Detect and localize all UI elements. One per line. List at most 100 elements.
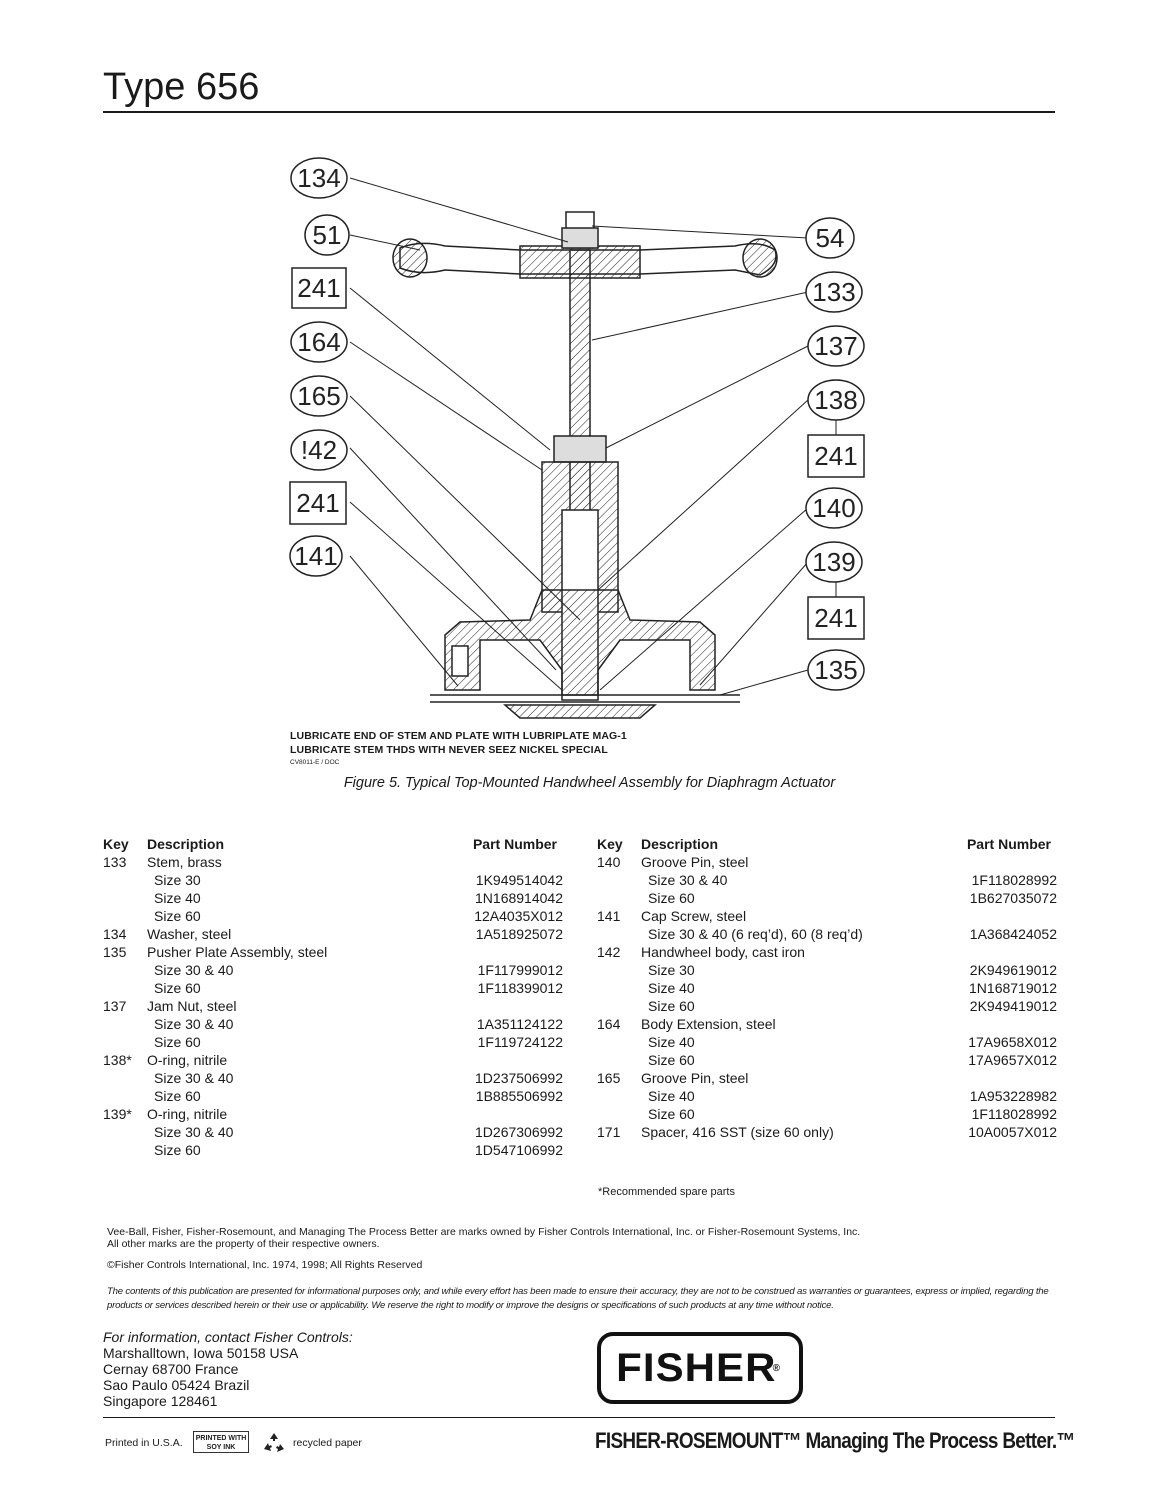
part-description: Groove Pin, steel [641, 1070, 749, 1086]
spare-parts-footnote: *Recommended spare parts [598, 1186, 735, 1198]
part-key: 135 [103, 944, 127, 960]
parts-header-row: Key Description Part Number [103, 835, 563, 853]
part-description: Spacer, 416 SST (size 60 only) [641, 1124, 834, 1140]
key-header: Key [103, 836, 129, 852]
part-number-header: Part Number [472, 836, 557, 852]
part-description: Size 60 [648, 998, 695, 1014]
part-description: Size 60 [648, 890, 695, 906]
part-description: Size 40 [648, 1088, 695, 1104]
fisher-logo: FISHER® [597, 1332, 803, 1404]
part-number: 17A9658X012 [968, 1034, 1057, 1050]
contact-block: For information, contact Fisher Controls… [103, 1329, 353, 1409]
part-description: Size 40 [154, 890, 201, 906]
part-key: 171 [597, 1124, 621, 1140]
soy-ink-icon: PRINTED WITH SOY INK [193, 1431, 249, 1453]
part-description: Size 30 & 40 (6 req’d), 60 (8 req’d) [648, 926, 863, 942]
part-description: Cap Screw, steel [641, 908, 747, 924]
callout-label: !42 [301, 435, 337, 465]
part-number: 1F119724122 [477, 1034, 563, 1050]
trademark-notice: Vee-Ball, Fisher, Fisher-Rosemount, and … [107, 1226, 860, 1250]
callout-139: 139 [805, 541, 863, 583]
part-description: Size 60 [154, 908, 201, 924]
callouts-left: 134 51 241 164 165 !42 241 141 [289, 157, 350, 577]
trademark-line-1: Vee-Ball, Fisher, Fisher-Rosemount, and … [107, 1226, 861, 1238]
key-header: Key [597, 836, 623, 852]
part-number: 10A0057X012 [968, 1124, 1057, 1140]
part-description: Size 40 [648, 980, 695, 996]
part-number: 1K949514042 [475, 872, 563, 888]
contact-address: Cernay 68700 France [103, 1361, 239, 1377]
handwheel-assembly-drawing: 134 51 241 164 165 !42 241 141 54 133 13… [289, 157, 865, 719]
callouts-right: 54 133 137 138 241 140 139 241 135 [805, 217, 865, 691]
parts-header-row: Key Description Part Number [597, 835, 1057, 853]
part-number: 1D267306992 [475, 1124, 563, 1140]
description-header: Description [641, 836, 719, 852]
soy-ink-line-1: PRINTED WITH [195, 1435, 247, 1442]
callout-label: 140 [812, 493, 855, 523]
part-description: Handwheel body, cast iron [641, 944, 805, 960]
part-description: Size 30 & 40 [154, 1124, 234, 1140]
callout-241-box: 241 [291, 267, 347, 309]
callout-label: 139 [812, 547, 855, 577]
callout-label: 133 [812, 277, 855, 307]
part-number: 1D237506992 [475, 1070, 563, 1086]
page-title: Type 656 [103, 66, 260, 108]
callout-label: 165 [297, 381, 340, 411]
part-key: 165 [597, 1070, 621, 1086]
callout-label: 135 [814, 655, 857, 685]
part-description: Size 30 & 40 [648, 872, 728, 888]
parts-row: Size 60 1F118028992 [597, 1105, 1057, 1123]
part-number: 1B885506992 [475, 1088, 563, 1104]
contact-address: Sao Paulo 05424 Brazil [103, 1377, 250, 1393]
part-number: 1A351124122 [476, 1016, 563, 1032]
contact-address: Singapore 128461 [103, 1393, 218, 1409]
callout-164: 164 [290, 321, 348, 363]
callout-label: 241 [814, 441, 857, 471]
parts-row: 138*O-ring, nitrile [103, 1051, 563, 1069]
parts-row: Size 30 & 40 1D267306992 [103, 1123, 563, 1141]
part-description: Size 30 [154, 872, 201, 888]
registered-mark: ® [772, 1362, 781, 1374]
contact-title: For information, contact Fisher Controls… [103, 1329, 353, 1345]
lubrication-note-2: LUBRICATE STEM THDS WITH NEVER SEEZ NICK… [290, 744, 608, 756]
part-description: Washer, steel [147, 926, 232, 942]
disclaimer: The contents of this publication are pre… [107, 1286, 1049, 1311]
part-number: 2K949619012 [969, 962, 1057, 978]
fisher-logo-text: FISHER [616, 1345, 777, 1390]
part-number: 1F117999012 [477, 962, 563, 978]
part-number: 1D547106992 [475, 1142, 563, 1158]
part-number: 1A368424052 [969, 926, 1057, 942]
parts-row: Size 60 1F119724122 [103, 1033, 563, 1051]
callout-label: 54 [816, 223, 845, 253]
part-description: Size 60 [154, 1034, 201, 1050]
part-number: 1F118028992 [971, 1106, 1057, 1122]
part-number: 1F118399012 [477, 980, 563, 996]
callout-134: 134 [290, 157, 348, 199]
callout-51: 51 [304, 214, 350, 256]
part-key: 137 [103, 998, 127, 1014]
part-number: 2K949419012 [969, 998, 1057, 1014]
parts-row: Size 30 & 40 (6 req’d), 60 (8 req’d) 1A36… [597, 925, 1057, 943]
part-description: Size 30 & 40 [154, 1016, 234, 1032]
part-number: 17A9657X012 [968, 1052, 1057, 1068]
callout-label: 137 [814, 331, 857, 361]
lubrication-note-1: LUBRICATE END OF STEM AND PLATE WITH LUB… [290, 730, 627, 742]
callout-label: 138 [814, 385, 857, 415]
callout-165: 165 [290, 375, 348, 417]
part-description: Size 60 [648, 1106, 695, 1122]
